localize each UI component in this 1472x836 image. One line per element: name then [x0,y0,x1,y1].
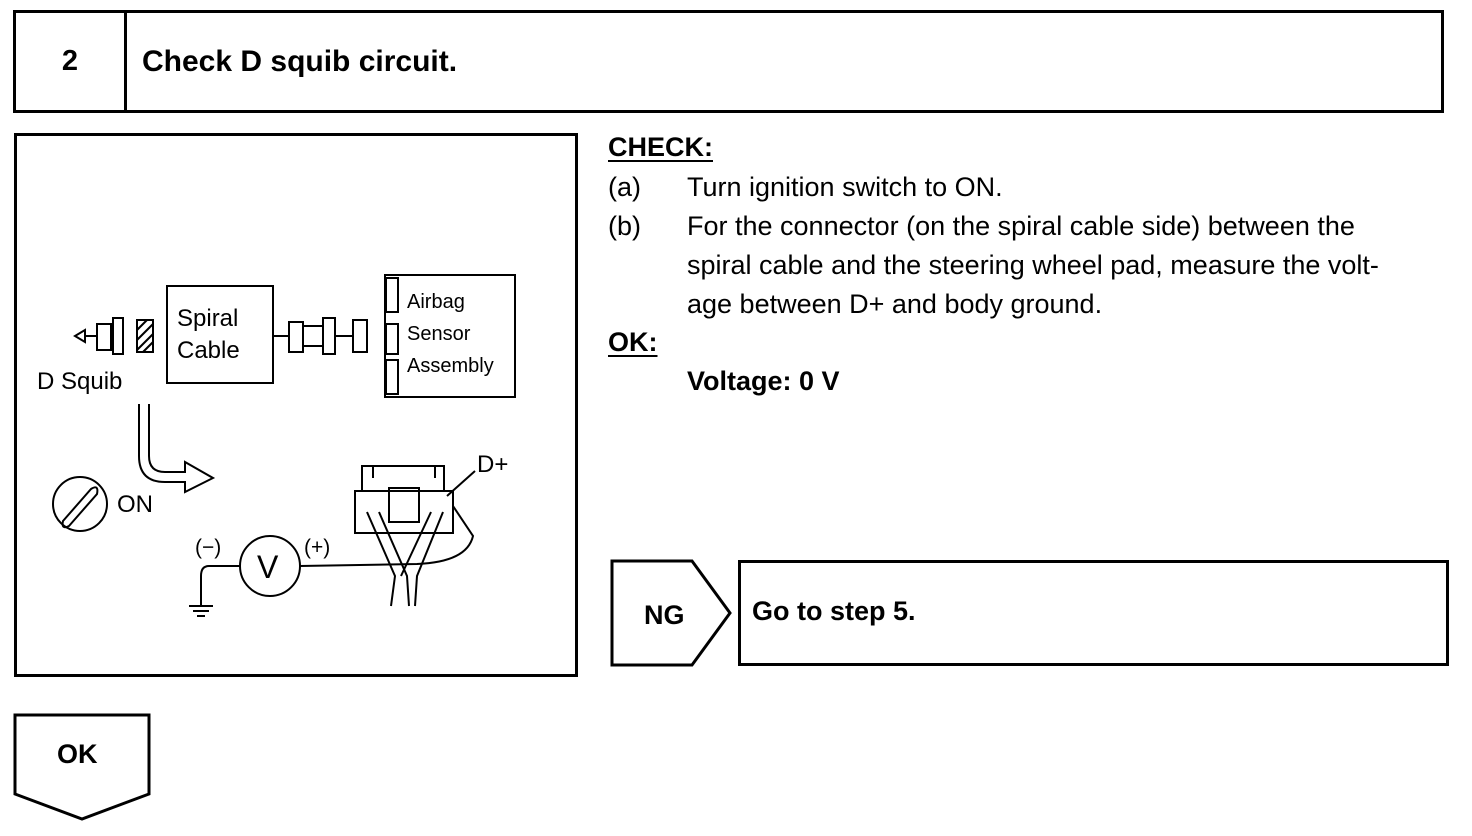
ignition-key-symbol [52,476,108,532]
ok-heading: OK: [608,327,658,357]
ok-tag: OK [13,713,151,821]
plus-label: (+) [304,536,330,559]
airbag-label-1: Airbag [407,291,465,313]
d-plus-label: D+ [477,451,508,478]
ng-action-box [738,560,1449,666]
diagram-drawing: D Squib Spiral Cable ON D+ (−) (+) V Air… [37,274,516,617]
squib-tip [73,328,86,344]
test-connector [354,490,454,534]
step-header: 2 Check D squib circuit. [13,10,1444,113]
airbag-label-2: Sensor [407,323,471,345]
minus-label: (−) [195,536,221,559]
step-a-marker: (a) [608,172,641,202]
step-b-line-3: age between D+ and body ground. [687,289,1103,319]
step-b-line-2: spiral cable and the steering wheel pad,… [687,250,1379,280]
ng-action-text: Go to step 5. [752,596,916,626]
step-a-text: Turn ignition switch to ON. [687,172,1003,202]
ok-tag-label: OK [57,739,98,769]
step-b-marker: (b) [608,211,641,241]
d-squib-label: D Squib [37,368,122,395]
spiral-label-1: Spiral [177,305,238,332]
ng-tag-label: NG [644,600,685,630]
hatched-connector [136,319,154,353]
step-number: 2 [16,13,127,110]
ng-tag: NG [610,559,732,667]
airbag-label-3: Assembly [407,355,494,377]
ok-voltage-spec: Voltage: 0 V [687,366,840,396]
voltmeter-label: V [257,549,279,585]
spiral-cable-box [166,285,274,384]
spiral-label-2: Cable [177,337,240,364]
on-label: ON [117,491,153,518]
check-heading: CHECK: [608,132,713,162]
step-b-line-1: For the connector (on the spiral cable s… [687,211,1355,241]
wiring-diagram: D Squib Spiral Cable ON D+ (−) (+) V Air… [14,133,578,677]
step-title: Check D squib circuit. [142,44,458,78]
